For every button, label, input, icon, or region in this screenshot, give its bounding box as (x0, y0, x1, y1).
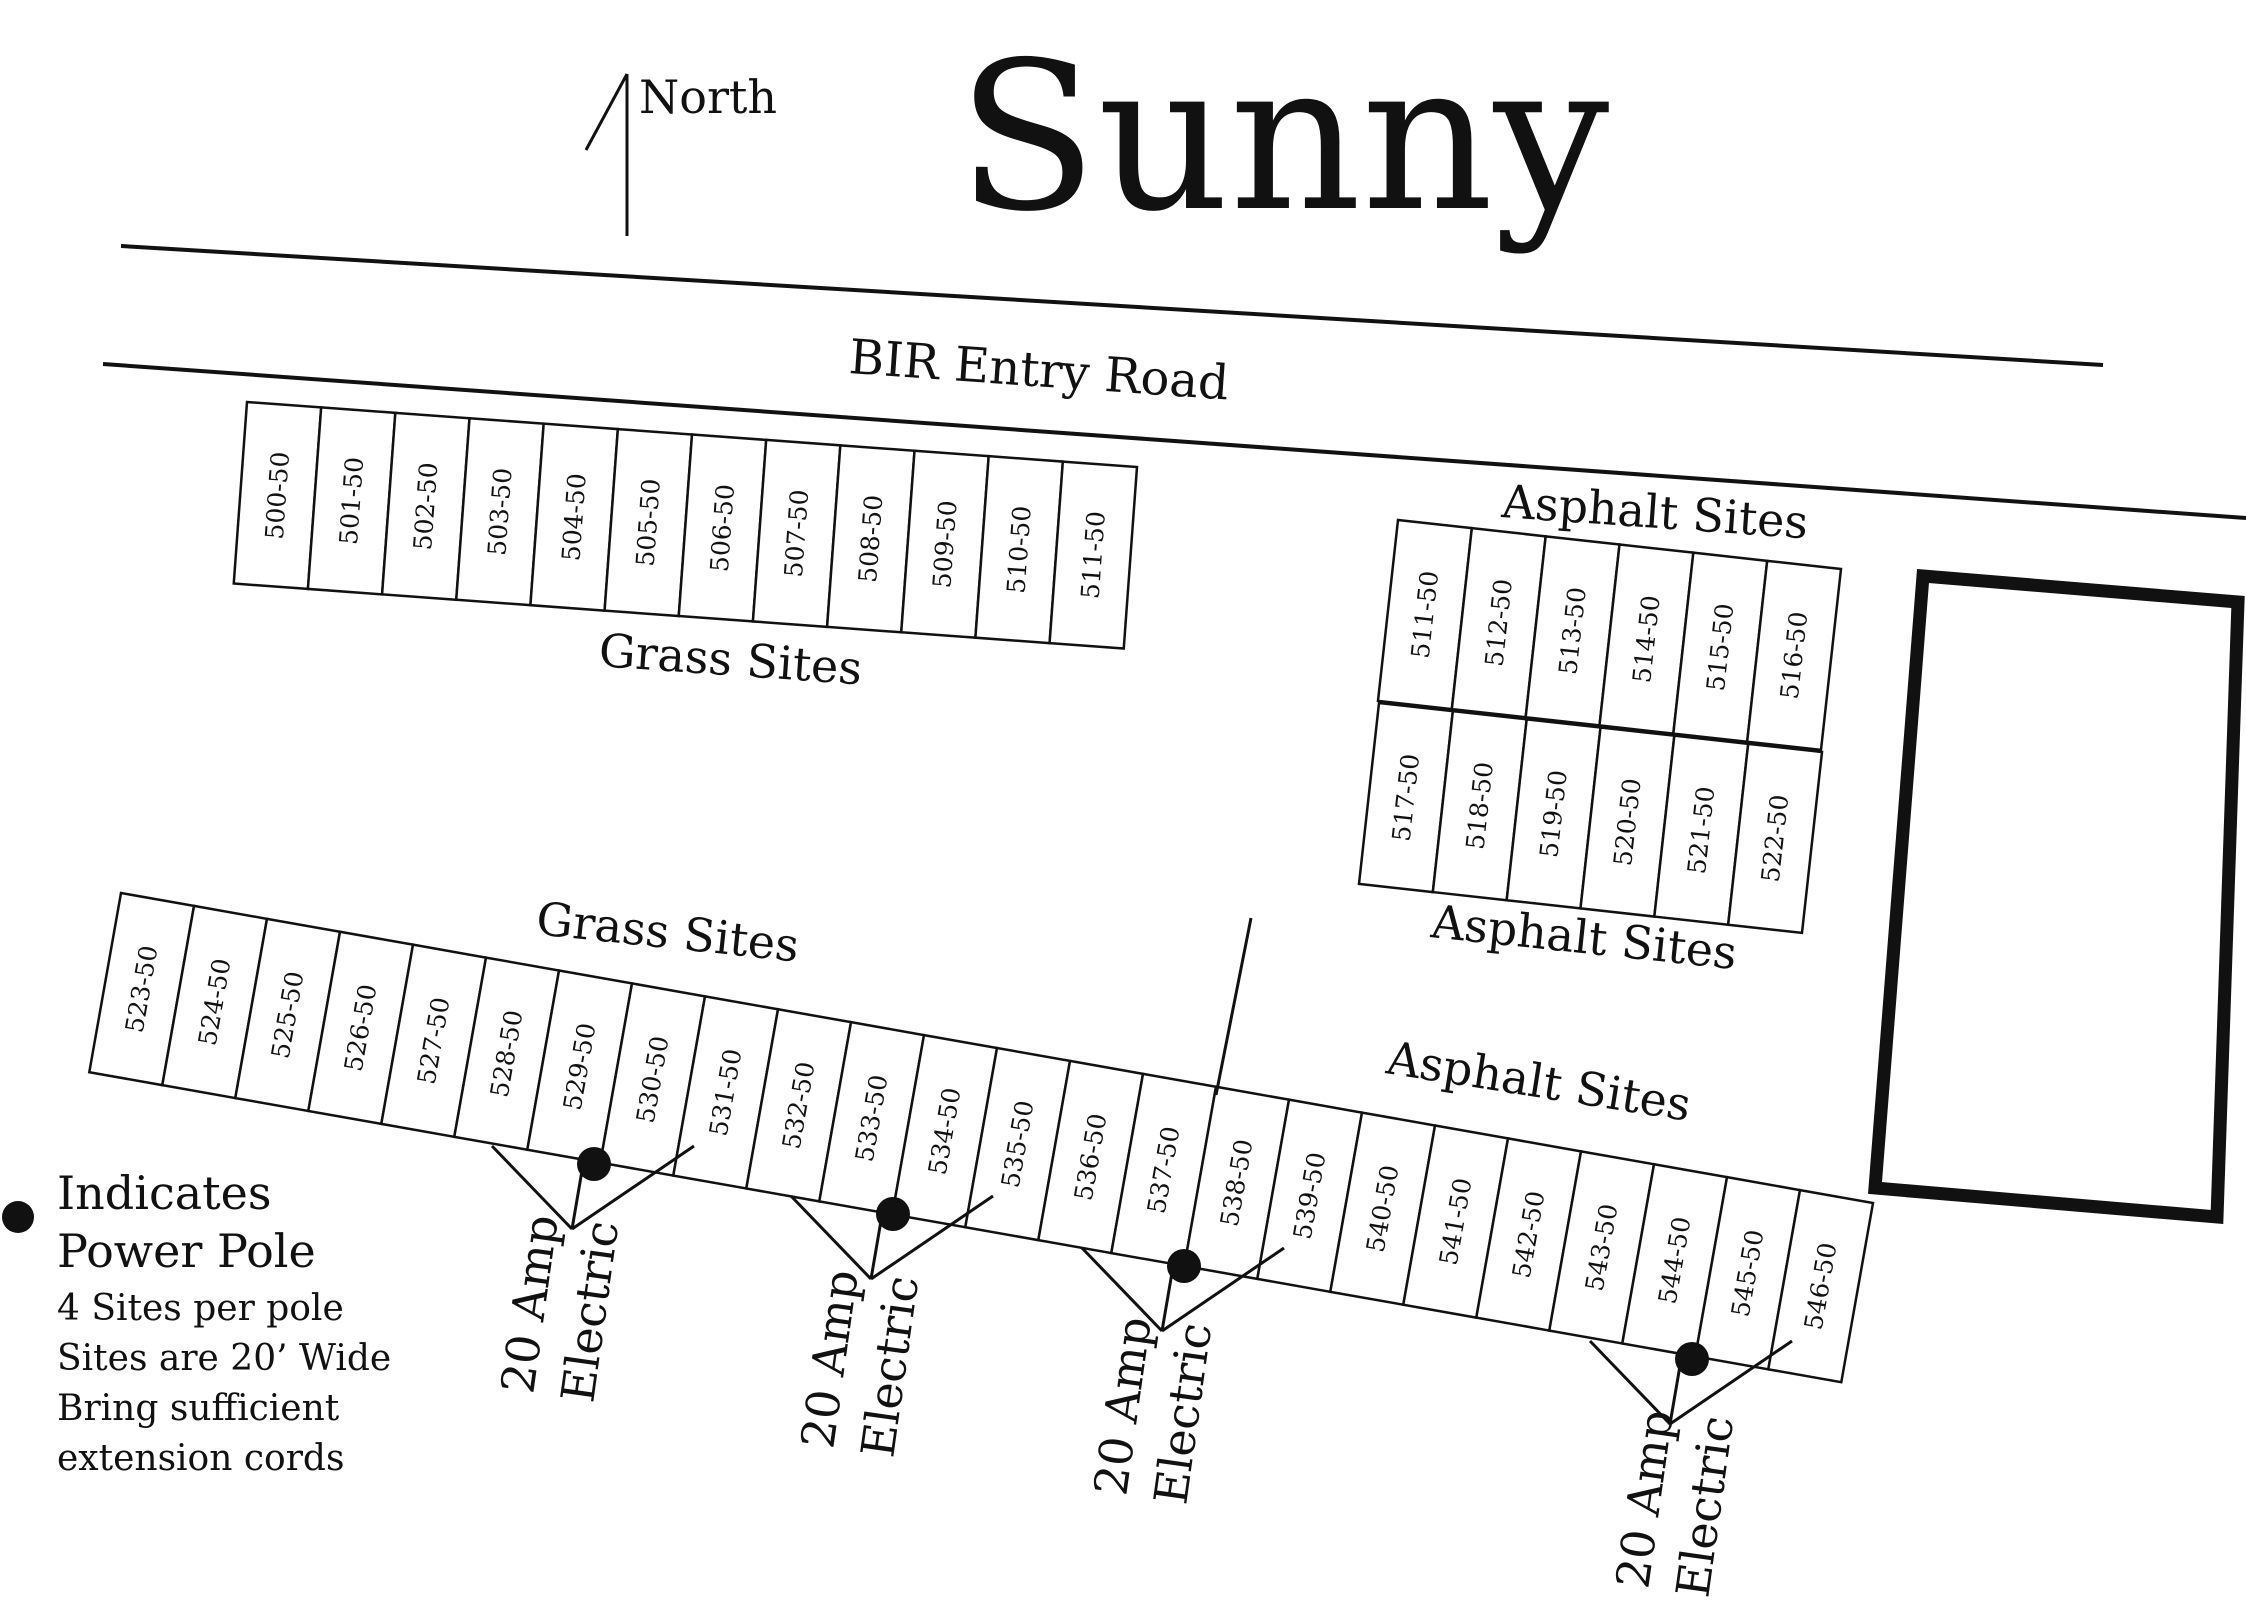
power-pole-icon (876, 1197, 910, 1231)
road-edge-north (120, 244, 2104, 367)
power-pole-icon (1675, 1342, 1709, 1376)
campsite-number: 511-50 (1076, 510, 1111, 600)
power-line (1588, 1339, 1672, 1426)
grass-row-north: 500-50 501-50 502-50 503-50 504-50 505-50 506-… (232, 400, 1139, 650)
legend-note-1: 4 Sites per pole (57, 1288, 344, 1329)
campsite-number: 508-50 (853, 494, 888, 584)
building-outline (1868, 568, 2245, 1225)
legend-note-2: Sites are 20’ Wide (57, 1338, 391, 1379)
power-line (490, 1144, 574, 1231)
campsite-number: 504-50 (556, 472, 591, 562)
campsite-number: 510-50 (1001, 505, 1036, 595)
section-divider-line (1214, 917, 1253, 1096)
campsite-number: 506-50 (705, 483, 740, 573)
legend-note-4: extension cords (57, 1438, 344, 1479)
campsite-number: 501-50 (334, 456, 369, 546)
power-line (571, 1144, 695, 1231)
power-pole-legend-icon (2, 1201, 34, 1233)
campsite-number: 507-50 (779, 488, 814, 578)
power-line (1669, 1339, 1793, 1426)
legend-note-3: Bring sufficient (57, 1388, 340, 1429)
power-line (1080, 1246, 1164, 1333)
power-poles (490, 1144, 1793, 1426)
legend-line-2: Power Pole (57, 1224, 316, 1278)
power-line (789, 1194, 873, 1281)
campsite-522-50 (1726, 742, 1824, 935)
road-edge-south (102, 362, 2246, 520)
campsite-number: 500-50 (260, 451, 295, 541)
map-title: Sunny (957, 19, 1610, 257)
campsite-546-50 (1766, 1188, 1875, 1384)
campsite-number: 503-50 (482, 467, 517, 557)
legend-line-1: Indicates (57, 1166, 271, 1220)
campsite-number: 509-50 (927, 499, 962, 589)
area-label-grass-north: Grass Sites (597, 623, 864, 695)
north-label: North (639, 70, 777, 124)
area-label-grass-south: Grass Sites (534, 891, 802, 972)
power-line (870, 1194, 994, 1281)
road-label: BIR Entry Road (847, 329, 1231, 411)
campsite-511-50 (1048, 460, 1139, 650)
power-pole-icon (577, 1147, 611, 1181)
campsite-number: 505-50 (631, 478, 666, 568)
power-pole-icon (1167, 1249, 1201, 1283)
north-arrow-icon (584, 73, 629, 236)
power-line (1161, 1246, 1285, 1333)
campsite-516-50 (1745, 559, 1843, 752)
campsite-number: 502-50 (408, 461, 443, 551)
area-label-asphalt-south: Asphalt Sites (1382, 1030, 1694, 1131)
